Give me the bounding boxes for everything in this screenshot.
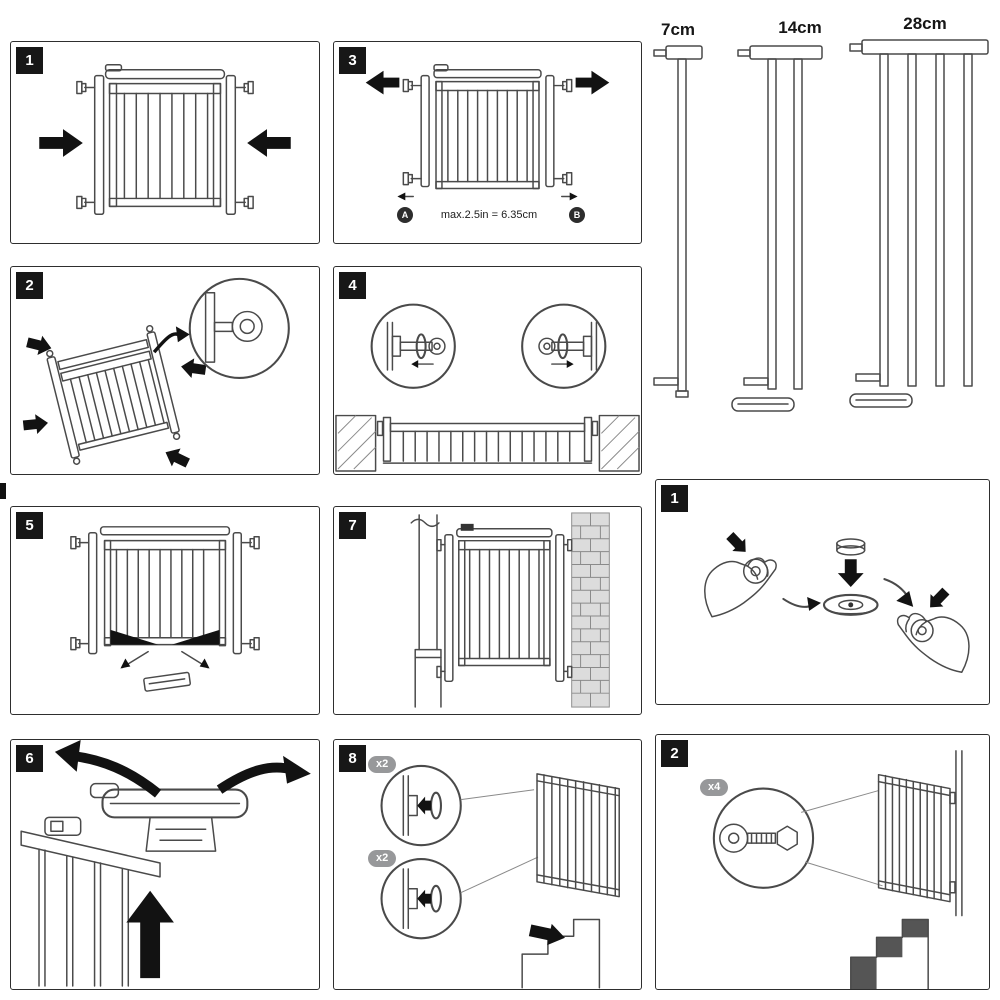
- step-panel-4: 4: [333, 266, 642, 475]
- extension-28cm: [848, 38, 994, 415]
- gate-tilt-install-illustration: [22, 277, 290, 468]
- place-arrow: [726, 532, 746, 552]
- step-panel-3: 3 A max.2.5in = 6.35cm B: [333, 41, 642, 244]
- step-panel-7: 7: [333, 506, 642, 715]
- step-number: 2: [661, 740, 688, 767]
- wedge-left: [110, 629, 159, 645]
- step-number: 3: [339, 47, 366, 74]
- handle-release-illustration: [20, 740, 311, 987]
- latch-clamp: [460, 523, 474, 531]
- tilt-arrow: [26, 335, 52, 355]
- tilt-arrow: [22, 414, 48, 434]
- tilt-arrow: [165, 448, 190, 468]
- gate-pressure-mount-illustration: [39, 64, 291, 216]
- quantity-badge: x4: [700, 779, 729, 796]
- step-number: 1: [661, 485, 688, 512]
- detail-circle-top: [380, 764, 462, 847]
- step-number: 7: [339, 512, 366, 539]
- step-number: 5: [16, 512, 43, 539]
- screw-cup-stairs-illustration: [712, 750, 963, 989]
- step-number: 1: [16, 47, 43, 74]
- gate-gap-limit-illustration: [365, 64, 610, 201]
- extension-label: 28cm: [903, 14, 947, 33]
- extension-14cm-illustration: [731, 45, 823, 412]
- wedge-part: [143, 671, 191, 692]
- wedge-right: [171, 629, 220, 645]
- quantity-badge: x2: [368, 850, 397, 867]
- step-number: 6: [16, 745, 43, 772]
- step-panel-1: 1: [10, 41, 320, 244]
- page-edge-marker: [0, 483, 6, 499]
- measure-point-a: A: [397, 207, 413, 223]
- gap-note: max.2.5in = 6.35cm: [440, 209, 538, 221]
- detail-circle-bottom: [380, 858, 462, 940]
- extension-label: 14cm: [778, 18, 822, 37]
- detail-circle-left: [370, 303, 456, 389]
- zoom-pointer-arrow: [175, 326, 190, 343]
- spindle-ring-detail-illustration: [335, 303, 640, 472]
- measure-point-b: B: [569, 207, 585, 223]
- press-arrow-right: [247, 129, 291, 157]
- accessory-panel-1: 1: [655, 479, 990, 705]
- swing-arrow-right: [216, 762, 295, 794]
- step-panel-2: 2: [10, 266, 320, 475]
- press-arrow: [930, 587, 950, 608]
- detail-circle: [712, 787, 815, 889]
- extension-14cm: [726, 42, 830, 417]
- step-panel-6: 6: [10, 739, 320, 990]
- press-arrow-left: [39, 129, 83, 157]
- adjust-arrow-left: [365, 70, 400, 95]
- lift-arrow: [126, 890, 174, 979]
- step-number: 4: [339, 272, 366, 299]
- step-panel-8: 8 x2 x2: [333, 739, 642, 990]
- accessory-panel-2: 2 x4: [655, 734, 990, 990]
- extension-7cm: [646, 42, 710, 412]
- adjust-arrow-right: [575, 70, 610, 95]
- step-number: 2: [16, 272, 43, 299]
- insert-arrow: [837, 559, 864, 588]
- extension-28cm-illustration: [849, 39, 989, 408]
- floor-wedge-illustration: [70, 526, 260, 692]
- adhesive-cup-steps-illustration: [704, 532, 970, 674]
- slide-arrow: [528, 923, 565, 946]
- extension-7cm-illustration: [653, 45, 703, 398]
- extension-label: 7cm: [660, 20, 696, 39]
- step-panel-5: 5: [10, 506, 320, 715]
- quantity-badge: x2: [368, 756, 397, 773]
- wall-cup-stairs-illustration: [380, 764, 620, 989]
- pole-wall-mount-illustration: [410, 512, 610, 708]
- step-number: 8: [339, 745, 366, 772]
- swing-arrow-left: [72, 750, 162, 798]
- release-handle: [101, 788, 249, 819]
- magnifier-circle: [188, 277, 290, 379]
- detail-circle-right: [521, 303, 607, 389]
- tilt-arrow: [181, 358, 207, 379]
